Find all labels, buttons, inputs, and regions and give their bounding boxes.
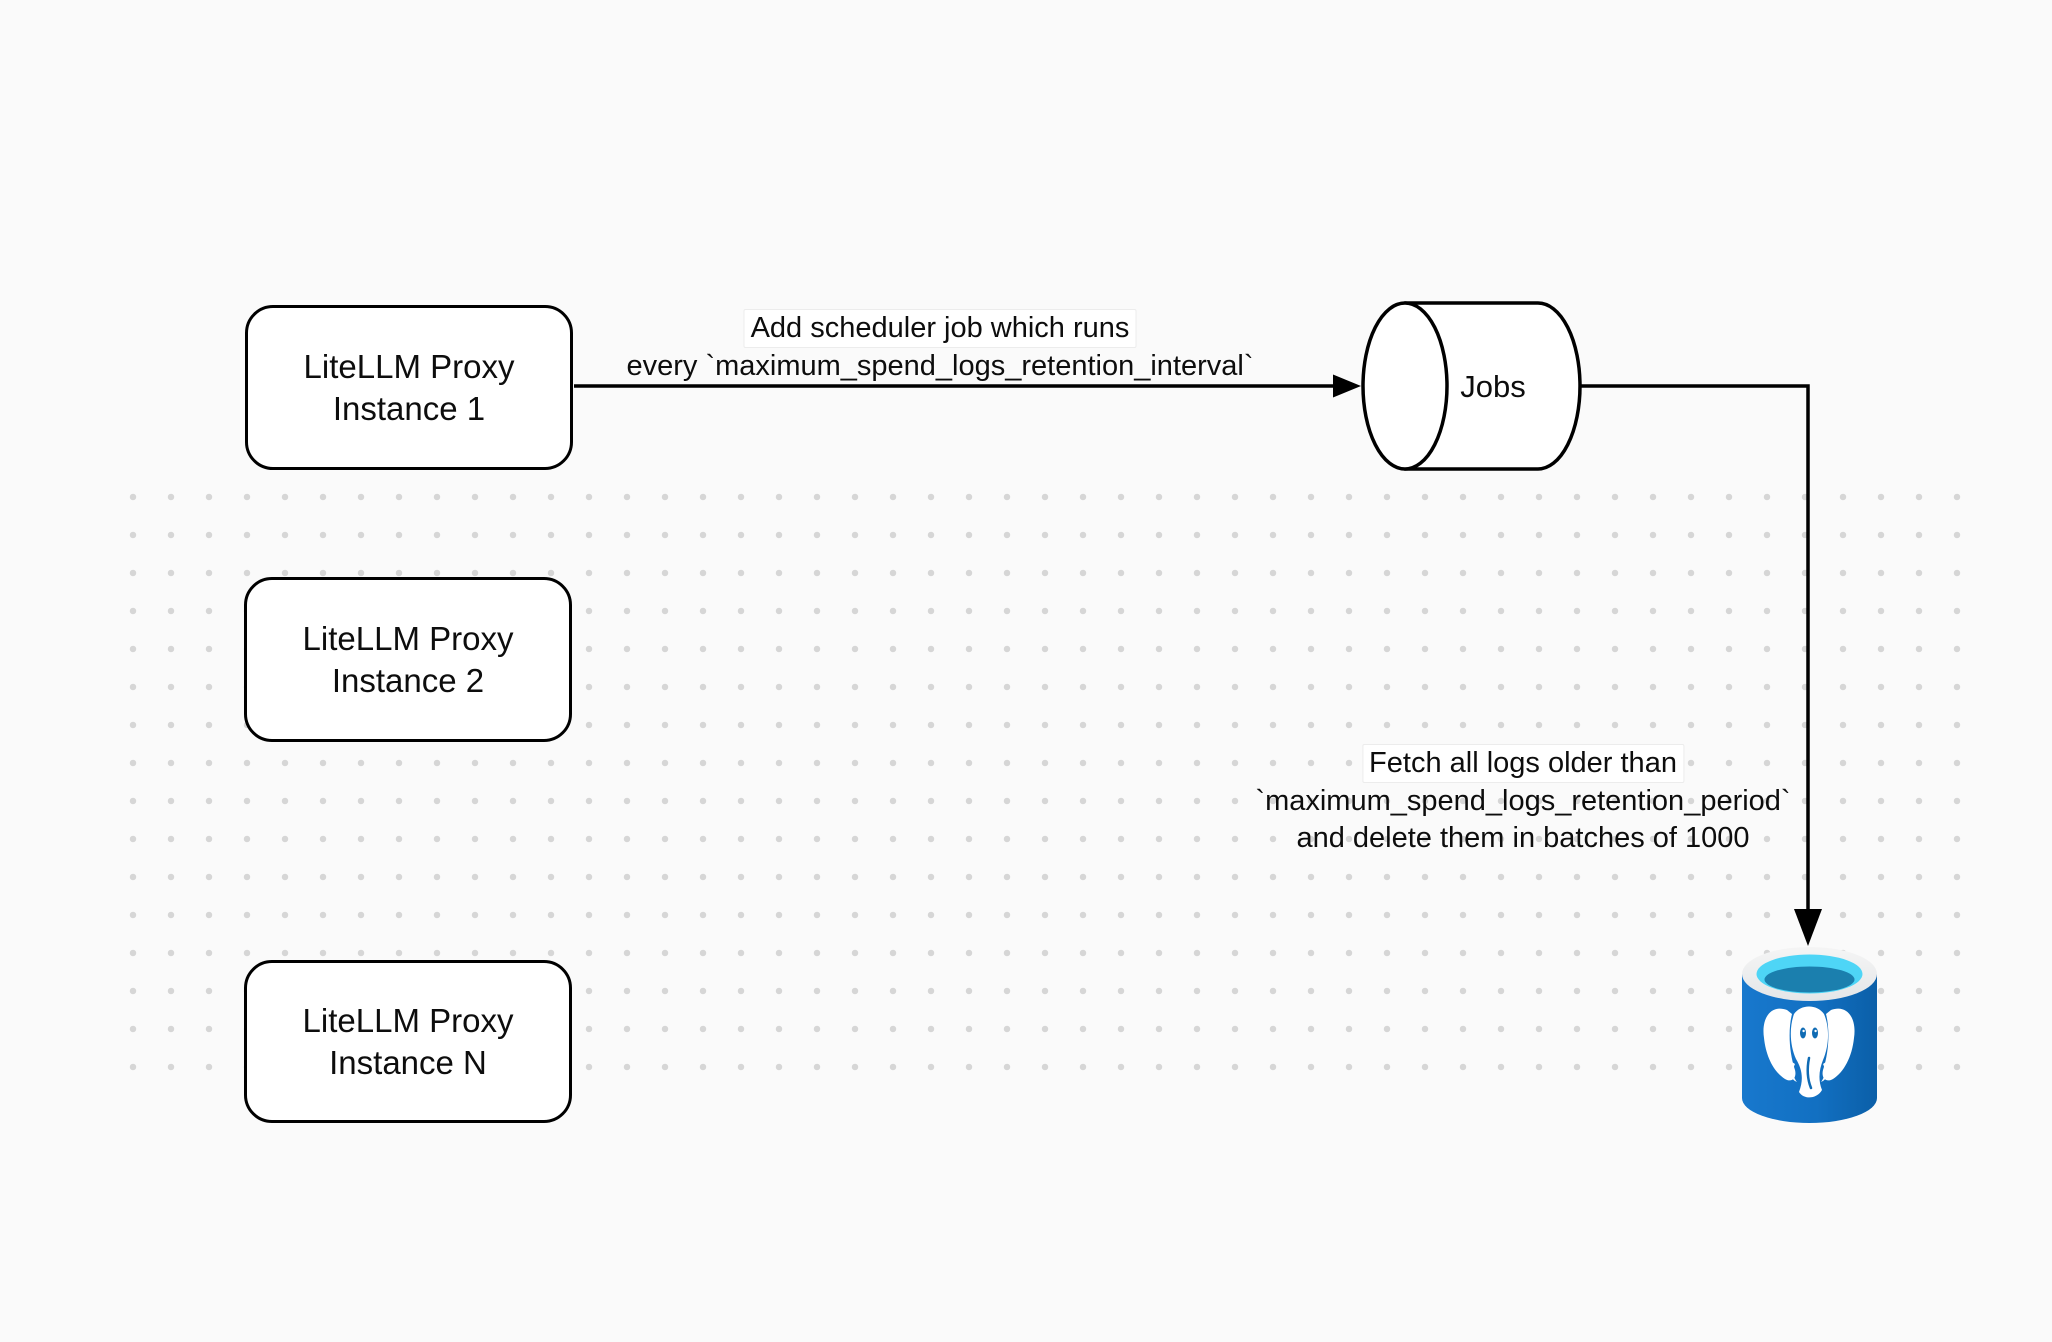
- node-label-line: LiteLLM Proxy: [302, 619, 514, 657]
- edge-label-line: and delete them in batches of 1000: [1296, 822, 1750, 854]
- edge-label-line: every `maximum_spend_logs_retention_inte…: [626, 350, 1254, 382]
- edge-cleanup-arrow[interactable]: [1580, 384, 1822, 946]
- node-jobs-queue[interactable]: [1361, 301, 1582, 471]
- edge-label-line: `maximum_spend_logs_retention_period`: [1255, 785, 1791, 817]
- node-label-line: LiteLLM Proxy: [303, 347, 515, 385]
- node-label-line: LiteLLM Proxy: [302, 1001, 514, 1039]
- arrowhead-right-icon: [1333, 374, 1361, 398]
- node-litellm-proxy-instance-n[interactable]: LiteLLM Proxy Instance N: [244, 960, 572, 1123]
- queue-front-ellipse: [1361, 301, 1449, 471]
- node-label-line: Instance 2: [331, 661, 485, 699]
- edge-label-line: Add scheduler job which runs: [743, 309, 1137, 348]
- node-litellm-proxy-instance-2[interactable]: LiteLLM Proxy Instance 2: [244, 577, 572, 742]
- edge-label-scheduler[interactable]: Add scheduler job which runs every `maxi…: [626, 309, 1254, 385]
- edge-scheduler-arrow[interactable]: [574, 374, 1361, 398]
- arrowhead-down-icon: [1794, 909, 1822, 946]
- node-litellm-proxy-instance-1[interactable]: LiteLLM Proxy Instance 1: [245, 305, 573, 470]
- edge-label-line: Fetch all logs older than: [1362, 744, 1684, 783]
- node-label-line: Instance N: [329, 1043, 487, 1081]
- postgres-elephant-icon: [1763, 1006, 1855, 1098]
- postgres-opening-depth: [1764, 966, 1855, 993]
- postgresql-icon[interactable]: [1742, 947, 1877, 1123]
- node-label-line: Instance 1: [332, 389, 486, 427]
- jobs-queue-label: Jobs: [1460, 369, 1526, 404]
- edge-label-cleanup[interactable]: Fetch all logs older than `maximum_spend…: [1255, 744, 1791, 857]
